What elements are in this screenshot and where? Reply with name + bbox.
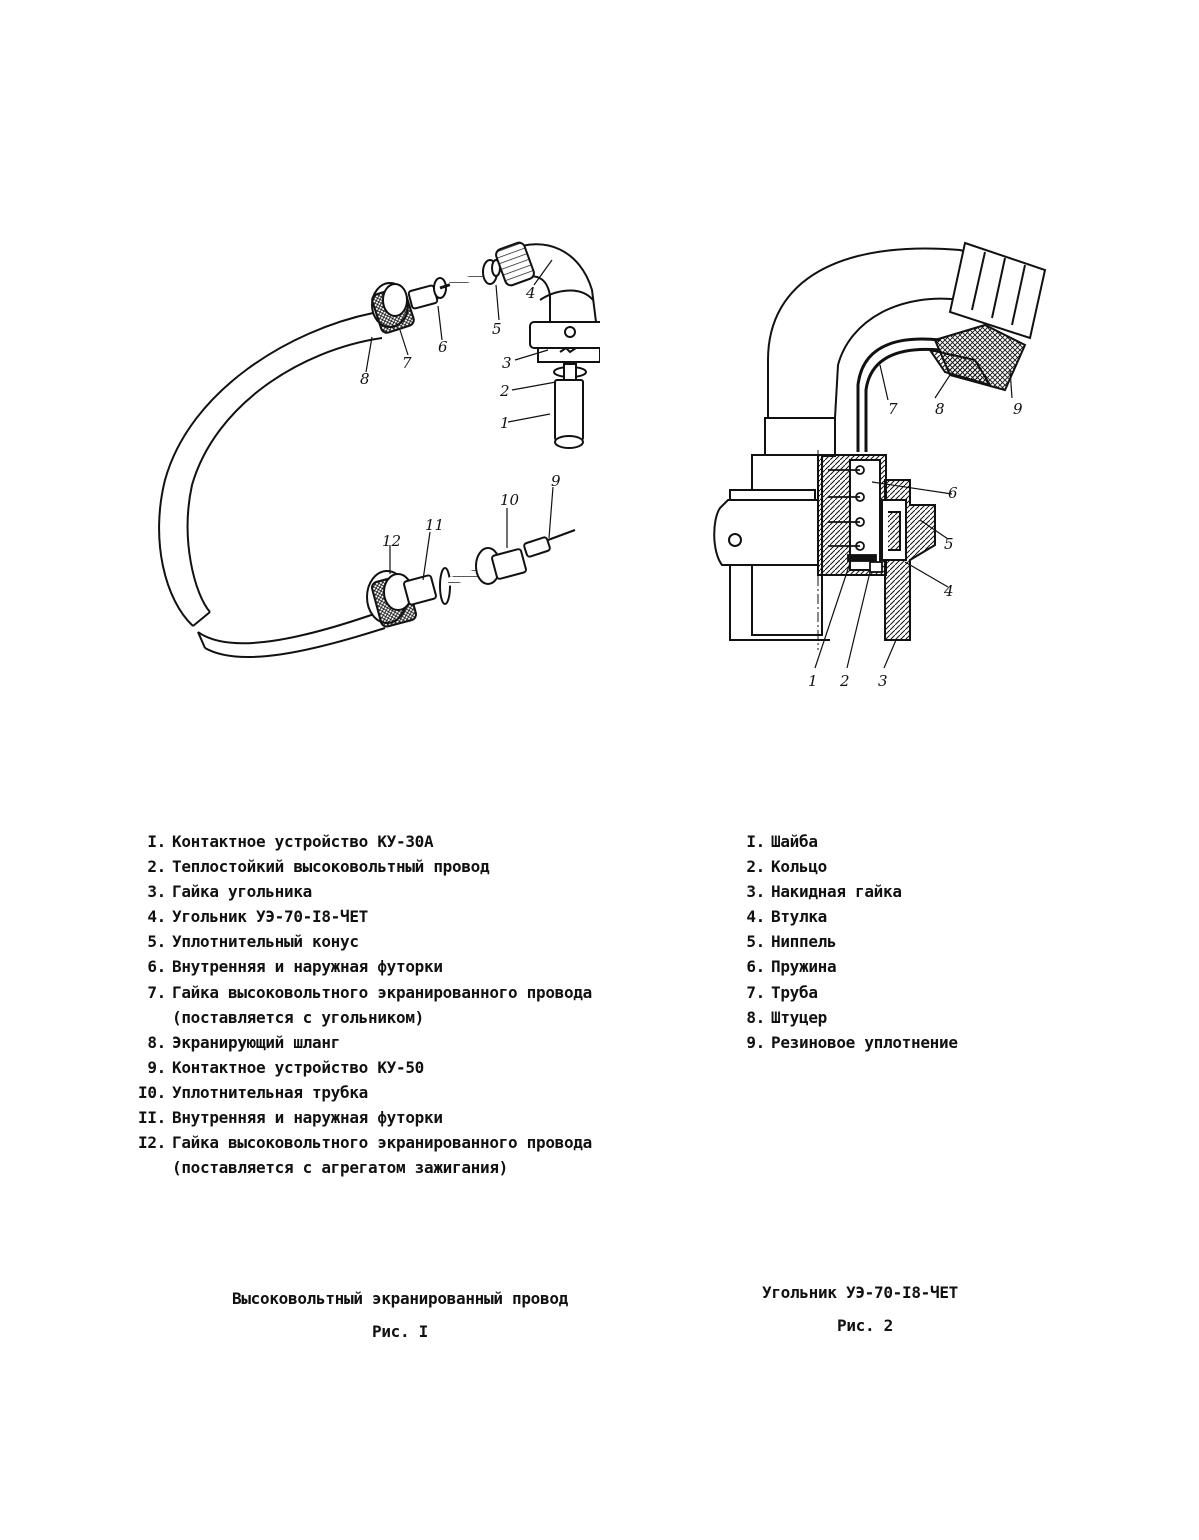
callout-7: 7 (888, 400, 898, 418)
callout-3: 3 (502, 354, 512, 372)
legend-item: 8.Экранирующий шланг (147, 1032, 340, 1052)
figure-2-legend: I.Шайба 2.Кольцо 3.Накидная гайка 4.Втул… (735, 829, 1055, 1055)
callout-12: 12 (382, 532, 401, 550)
figure-2-drawing: 1 2 3 4 5 6 7 8 9 (700, 225, 1060, 695)
tube-10 (475, 547, 527, 585)
nut-body (713, 454, 830, 641)
legend-item: 9.Контактное устройство КУ-50 (147, 1057, 424, 1077)
legend-item: 2.Кольцо (746, 857, 827, 877)
figure-2-title: Угольник УЭ-70-I8-ЧЕТ (762, 1283, 958, 1302)
legend-item: 5.Уплотнительный конус (147, 932, 359, 952)
elbow-body (767, 247, 982, 419)
washer-1 (847, 554, 883, 573)
legend-item: 7.Труба (746, 982, 818, 1002)
callout-8: 8 (935, 400, 945, 418)
callout-4: 4 (525, 284, 536, 302)
collar (764, 417, 836, 457)
legend-item: (поставляется с агрегатом зажигания) (172, 1158, 508, 1178)
legend-item: 4.Угольник УЭ-70-I8-ЧЕТ (147, 907, 368, 927)
legend-item: 3.Накидная гайка (746, 882, 902, 902)
figure-1-drawing: 1 2 3 4 5 6 7 8 9 10 11 12 (140, 225, 600, 695)
callout-8: 8 (360, 370, 370, 388)
figure-1-title: Высоковольтный экранированный провод (232, 1289, 568, 1308)
contact-1 (553, 363, 587, 449)
legend-item: II.Внутренняя и наружная футорки (138, 1108, 443, 1128)
contact-9 (523, 529, 576, 558)
callout-6: 6 (948, 484, 958, 502)
fitting-8 (927, 241, 1047, 392)
callout-9: 9 (1013, 400, 1023, 418)
callout-1: 1 (500, 414, 510, 432)
cone-5 (482, 259, 501, 285)
legend-item: I.Контактное устройство КУ-30А (147, 832, 434, 851)
nut-3 (529, 321, 600, 363)
legend-item: 5.Ниппель (746, 932, 837, 952)
legend-item: (поставляется с угольником) (172, 1007, 424, 1027)
pipe-7 (856, 337, 941, 452)
callout-9: 9 (551, 472, 561, 490)
spring-6 (828, 465, 865, 551)
callout-6: 6 (438, 338, 448, 356)
bushing-11 (403, 567, 451, 606)
callout-5: 5 (944, 535, 954, 553)
callout-2: 2 (839, 672, 850, 690)
bushing-6 (407, 277, 447, 310)
callout-5: 5 (492, 320, 502, 338)
legend-item: 4.Втулка (746, 907, 827, 927)
callout-7: 7 (402, 354, 412, 372)
legend-item: 8.Штуцер (746, 1007, 827, 1027)
callout-4: 4 (943, 582, 954, 600)
nut-7 (371, 282, 415, 334)
legend-item: I0.Уплотнительная трубка (138, 1082, 368, 1102)
callout-3: 3 (878, 672, 888, 690)
callout-1: 1 (808, 672, 818, 690)
figure-1-legend: I.Контактное устройство КУ-30А 2.Теплост… (128, 829, 688, 1180)
legend-item: 6.Внутренняя и наружная футорки (147, 957, 443, 977)
figure-1-label: Рис. I (372, 1322, 428, 1341)
shielded-hose (158, 312, 386, 658)
callout-11: 11 (425, 516, 444, 534)
legend-item: 2.Теплостойкий высоковольтный провод (147, 857, 490, 877)
legend-item: 6.Пружина (746, 957, 837, 977)
legend-item: 7.Гайка высоковольтного экранированного … (147, 982, 592, 1002)
legend-item: 9.Резиновое уплотнение (746, 1032, 958, 1052)
legend-item: I2.Гайка высоковольтного экранированного… (138, 1133, 592, 1153)
figure-2-label: Рис. 2 (837, 1316, 893, 1335)
callout-10: 10 (500, 491, 520, 509)
elbow-4 (495, 241, 598, 323)
callout-2: 2 (499, 382, 510, 400)
legend-item: 3.Гайка угольника (147, 882, 312, 902)
legend-item: I.Шайба (746, 832, 818, 851)
